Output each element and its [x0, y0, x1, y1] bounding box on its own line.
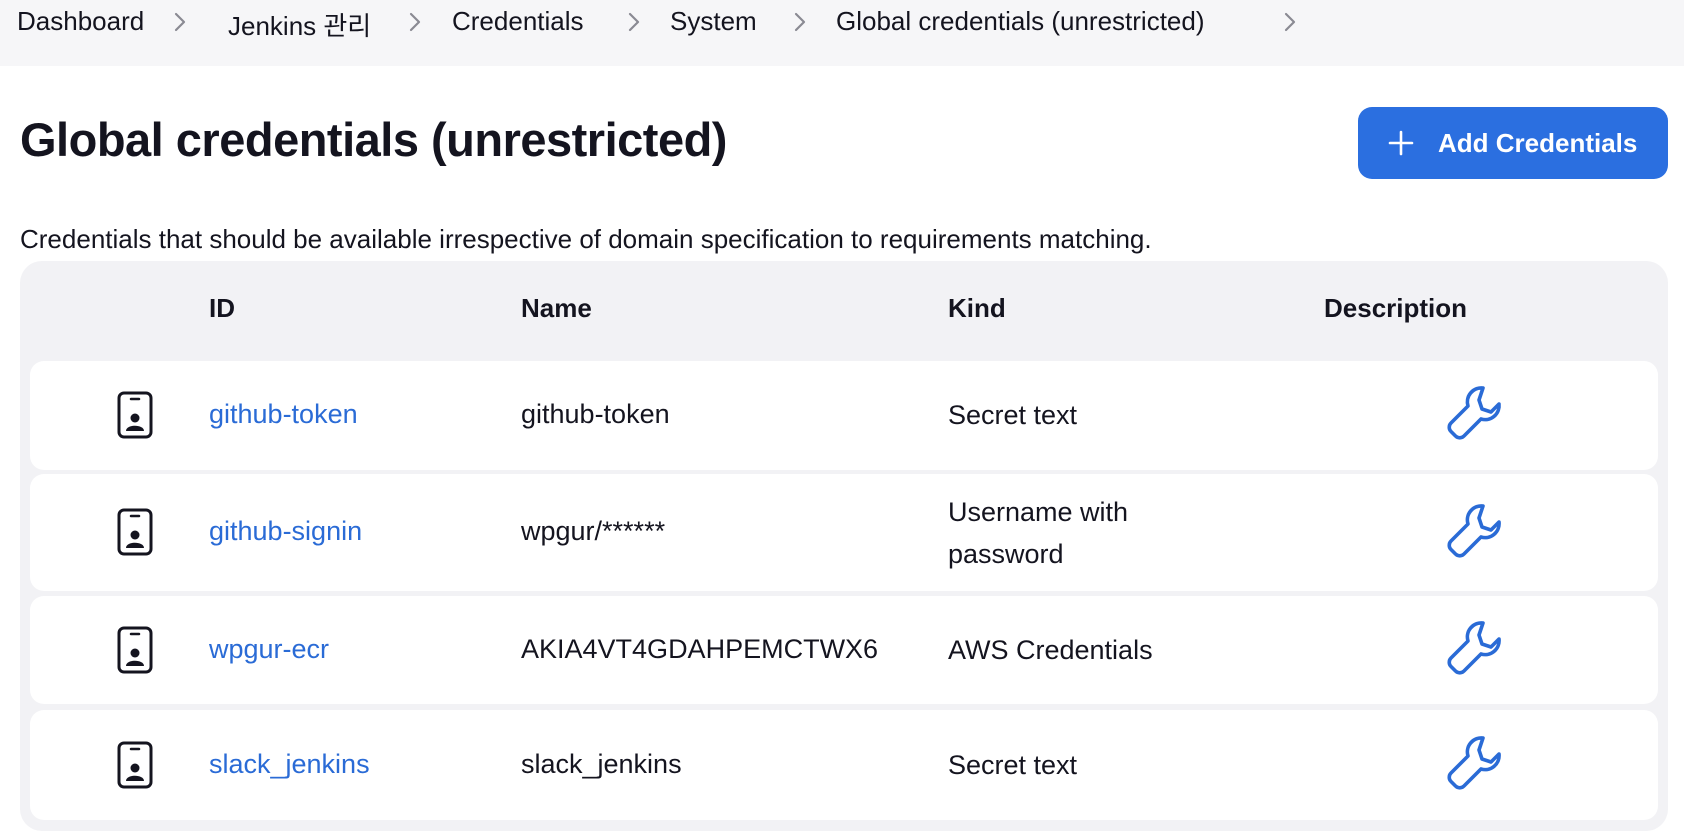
chevron-right-icon[interactable] [1282, 10, 1298, 34]
column-header-id[interactable]: ID [209, 293, 235, 323]
credential-card-icon [117, 626, 153, 674]
chevron-right-icon [628, 12, 640, 32]
chevron-right-icon [174, 12, 186, 32]
chevron-right-icon [409, 12, 421, 32]
credential-kind: AWS Credentials [948, 635, 1153, 665]
breadcrumb: Dashboard Jenkins 관리 Credentials System … [0, 0, 1684, 44]
table-row: wpgur-ecr AKIA4VT4GDAHPEMCTWX6 AWS Crede… [30, 596, 1658, 704]
credential-kind: Secret text [948, 400, 1078, 430]
wrench-icon[interactable] [1445, 382, 1505, 442]
credential-id-link[interactable]: github-signin [209, 516, 363, 546]
wrench-icon[interactable] [1445, 500, 1505, 560]
page-description: Credentials that should be available irr… [20, 224, 1152, 254]
credential-name: github-token [521, 399, 670, 429]
breadcrumb-system[interactable]: System [670, 6, 757, 36]
page-title: Global credentials (unrestricted) [20, 113, 727, 166]
plus-icon [1388, 130, 1414, 156]
credential-name: wpgur/****** [521, 516, 666, 546]
credential-id-link[interactable]: github-token [209, 399, 358, 429]
breadcrumb-global-credentials[interactable]: Global credentials (unrestricted) [836, 6, 1205, 36]
table-row: github-token github-token Secret text [30, 361, 1658, 470]
table-row: github-signin wpgur/****** Username with… [30, 474, 1658, 591]
credential-card-icon [117, 391, 153, 439]
add-credentials-label: Add Credentials [1438, 127, 1638, 158]
breadcrumb-jenkins-manage[interactable]: Jenkins 관리 [228, 11, 372, 41]
column-header-description[interactable]: Description [1324, 293, 1468, 323]
credential-kind: Secret text [948, 750, 1078, 780]
credential-name: slack_jenkins [521, 749, 682, 779]
credential-kind: Username with password [948, 497, 1129, 569]
column-header-kind[interactable]: Kind [948, 293, 1006, 323]
breadcrumb-credentials[interactable]: Credentials [452, 6, 584, 36]
add-credentials-button[interactable]: Add Credentials [1358, 107, 1668, 179]
breadcrumb-dashboard[interactable]: Dashboard [17, 6, 145, 36]
wrench-icon[interactable] [1445, 617, 1505, 677]
credentials-table: ID Name Kind Description github-token gi… [20, 261, 1668, 831]
credential-id-link[interactable]: slack_jenkins [209, 749, 370, 779]
chevron-right-icon [794, 12, 806, 32]
breadcrumb-bar: Dashboard Jenkins 관리 Credentials System … [0, 0, 1684, 66]
credential-name: AKIA4VT4GDAHPEMCTWX6 [521, 634, 879, 664]
wrench-icon[interactable] [1445, 732, 1505, 792]
credential-card-icon [117, 508, 153, 556]
credential-id-link[interactable]: wpgur-ecr [209, 634, 330, 664]
column-header-name[interactable]: Name [521, 293, 592, 323]
credential-card-icon [117, 741, 153, 789]
table-row: slack_jenkins slack_jenkins Secret text [30, 710, 1658, 820]
